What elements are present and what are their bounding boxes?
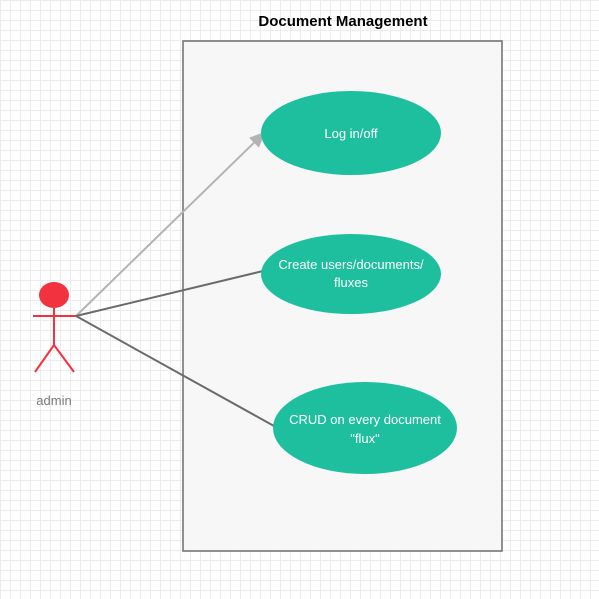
- actor-right-leg: [53, 344, 75, 373]
- association-arrow-login[interactable]: [75, 131, 266, 317]
- actor-label: admin: [36, 393, 71, 408]
- use-case-label-line2: fluxes: [334, 275, 368, 290]
- use-case-label-line2: "flux": [350, 431, 380, 446]
- actor-admin[interactable]: admin: [33, 282, 76, 408]
- use-case-ellipse: [261, 91, 441, 175]
- actor-left-leg: [34, 344, 55, 373]
- system-title: Document Management: [258, 13, 427, 30]
- use-case-ellipse: [261, 234, 441, 314]
- use-case-label: Log in/off: [324, 126, 378, 141]
- use-case-label-line1: CRUD on every document: [289, 412, 441, 427]
- use-case-crud[interactable]: CRUD on every document "flux": [273, 382, 457, 474]
- stick-figure-icon: [33, 282, 76, 373]
- association-line-crud[interactable]: [75, 315, 275, 427]
- association-line-create[interactable]: [75, 270, 264, 317]
- use-case-login[interactable]: Log in/off: [261, 91, 441, 175]
- actor-head: [39, 282, 69, 308]
- use-case-create[interactable]: Create users/documents/ fluxes: [261, 234, 441, 314]
- use-case-label-line1: Create users/documents/: [278, 257, 424, 272]
- use-case-ellipse: [273, 382, 457, 474]
